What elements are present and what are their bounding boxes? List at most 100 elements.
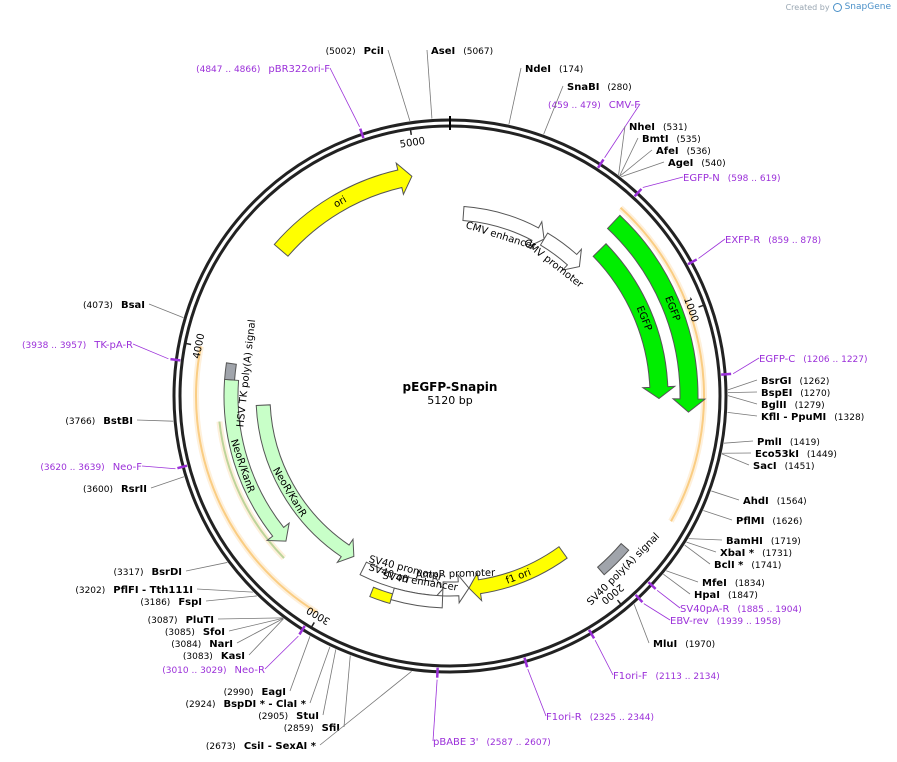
enzyme-label-bsrgi: BsrGI(1262) xyxy=(761,376,829,387)
enzyme-label-fspi: (3186)FspI xyxy=(140,597,202,608)
enzyme-name: BspDI * - ClaI * xyxy=(223,699,306,710)
enzyme-label-pflmi: PflMI(1626) xyxy=(736,516,802,527)
primer-range: (2113 .. 2134) xyxy=(655,672,719,682)
plasmid-size: 5120 bp xyxy=(427,394,472,407)
enzyme-position: (1847) xyxy=(728,591,758,601)
primer-label-f1ori-f: F1ori-F(2113 .. 2134) xyxy=(613,671,720,682)
enzyme-label-bsrdi: (3317) BsrDI xyxy=(114,567,182,578)
primer-leader-egfp-n xyxy=(642,176,684,188)
enzyme-position: (1970) xyxy=(685,640,715,650)
enzyme-name: FspI xyxy=(178,597,202,608)
primer-name: CMV-F xyxy=(609,100,640,111)
enzyme-position: (1731) xyxy=(762,549,792,559)
enzyme-position: (1419) xyxy=(790,438,820,448)
feature-label-sv40-poly-a-signal: SV40 poly(A) signal xyxy=(585,531,662,608)
enzyme-position: (3317) xyxy=(114,568,144,578)
primer-leader-ebv-rev xyxy=(643,603,671,621)
enzyme-label-nhei: NheI(531) xyxy=(629,122,687,133)
enzyme-name: KasI xyxy=(221,651,245,662)
enzyme-name: PflMI xyxy=(736,516,764,527)
snapgene-logo-icon xyxy=(832,2,842,12)
plasmid-name: pEGFP-Snapin xyxy=(403,380,498,394)
enzyme-name: EagI xyxy=(262,687,286,698)
enzyme-position: (3600) xyxy=(83,485,113,495)
primer-mark-neo-f xyxy=(177,464,188,470)
enzyme-position: (1564) xyxy=(777,497,807,507)
enzyme-label-bspdi-clai: (2924) BspDI * - ClaI * xyxy=(186,699,307,710)
enzyme-name: AfeI xyxy=(656,146,679,157)
enzyme-leader-bcli xyxy=(684,544,711,565)
enzyme-leader-bglii xyxy=(727,395,758,405)
enzyme-name: SfoI xyxy=(203,627,225,638)
tick-mark-2000 xyxy=(616,599,622,606)
primer-label-pbr322ori-f: (4847 .. 4866)pBR322ori-F xyxy=(196,64,330,75)
enzyme-leader-asei xyxy=(426,49,433,119)
tick-mark-1000 xyxy=(698,304,705,308)
primer-leader-neo-f xyxy=(141,465,176,470)
enzyme-name: AseI xyxy=(431,46,455,57)
enzyme-name: PciI xyxy=(364,46,384,57)
enzyme-name: NarI xyxy=(209,639,233,650)
primer-name: EGFP-N xyxy=(683,173,720,184)
enzyme-leader-kfli-ppumi xyxy=(727,411,758,417)
enzyme-name: BsrDI xyxy=(151,567,182,578)
enzyme-label-kasi: (3083)KasI xyxy=(183,651,245,662)
enzyme-position: (2859) xyxy=(284,724,314,734)
enzyme-label-rsrii: (3600) RsrII xyxy=(83,484,147,495)
primer-mark-egfp-n xyxy=(633,188,643,198)
primer-mark-cmv-f xyxy=(596,158,605,169)
primer-label-sv40pa-r: SV40pA-R(1885 .. 1904) xyxy=(680,604,802,615)
feature-ori-0 xyxy=(273,161,413,257)
enzyme-position: (3085) xyxy=(165,628,195,638)
enzyme-position: (3084) xyxy=(171,640,201,650)
enzyme-leader-ndei xyxy=(508,67,522,125)
enzyme-label-pmli: PmlI(1419) xyxy=(757,437,820,448)
enzyme-label-agei: AgeI(540) xyxy=(668,158,726,169)
tick-label-3000: 3000 xyxy=(305,604,332,627)
primer-range: (1885 .. 1904) xyxy=(737,605,801,615)
enzyme-label-snabi: SnaBI(280) xyxy=(567,82,632,93)
enzyme-position: (5067) xyxy=(463,47,493,57)
enzyme-name: XbaI * xyxy=(720,548,755,559)
feature-sv40-ori-9 xyxy=(369,586,394,605)
feature-sv40-enhancer-10 xyxy=(390,587,444,609)
enzyme-label-bstbi: (3766)BstBI xyxy=(65,416,133,427)
enzyme-leader-bspdi-clai xyxy=(309,646,331,704)
enzyme-leader-agei xyxy=(620,161,665,178)
enzyme-leader-saci xyxy=(721,453,750,466)
enzyme-label-eagi: (2990)EagI xyxy=(224,687,286,698)
tick-label-5000: 5000 xyxy=(399,136,426,151)
enzyme-leader-bsai xyxy=(148,303,184,318)
primer-range: (459 .. 479) xyxy=(548,101,601,111)
enzyme-name: RsrII xyxy=(121,484,147,495)
feature-egfp-3 xyxy=(606,214,707,413)
enzyme-position: (3087) xyxy=(148,616,178,626)
orf-layer xyxy=(193,205,707,615)
enzyme-leader-eagi xyxy=(289,636,311,692)
enzyme-layer: NdeI(174)SnaBI(280)NheI(531)BmtI(535)Afe… xyxy=(65,46,864,752)
enzyme-name: AhdI xyxy=(743,496,769,507)
orf-halo-1 xyxy=(618,205,707,523)
enzyme-name: KflI - PpuMI xyxy=(761,412,826,423)
primer-mark-sv40pa-r xyxy=(647,581,657,590)
enzyme-leader-xbai xyxy=(686,541,717,553)
primer-mark-neo-r xyxy=(298,625,306,636)
enzyme-position: (174) xyxy=(559,65,583,75)
enzyme-leader-pflfi-tth111i xyxy=(196,588,253,593)
enzyme-leader-sfii xyxy=(343,655,351,728)
primer-leader-exfp-r xyxy=(698,238,726,259)
enzyme-leader-kasi xyxy=(248,618,284,656)
orf-halo-2 xyxy=(193,345,319,615)
enzyme-name: Eco53kI xyxy=(755,449,799,460)
enzyme-name: PluTI xyxy=(186,615,214,626)
enzyme-name: BstBI xyxy=(103,416,133,427)
primer-name: EBV-rev xyxy=(670,616,709,627)
enzyme-label-csii-sexai: (2673)CsiI - SexAI * xyxy=(206,741,317,752)
enzyme-name: SnaBI xyxy=(567,82,599,93)
enzyme-position: (531) xyxy=(663,123,687,133)
primer-name: Neo-R xyxy=(235,665,266,676)
enzyme-leader-pcii xyxy=(387,49,411,122)
enzyme-position: (2924) xyxy=(186,700,216,710)
feature-egfp-4 xyxy=(592,243,677,400)
